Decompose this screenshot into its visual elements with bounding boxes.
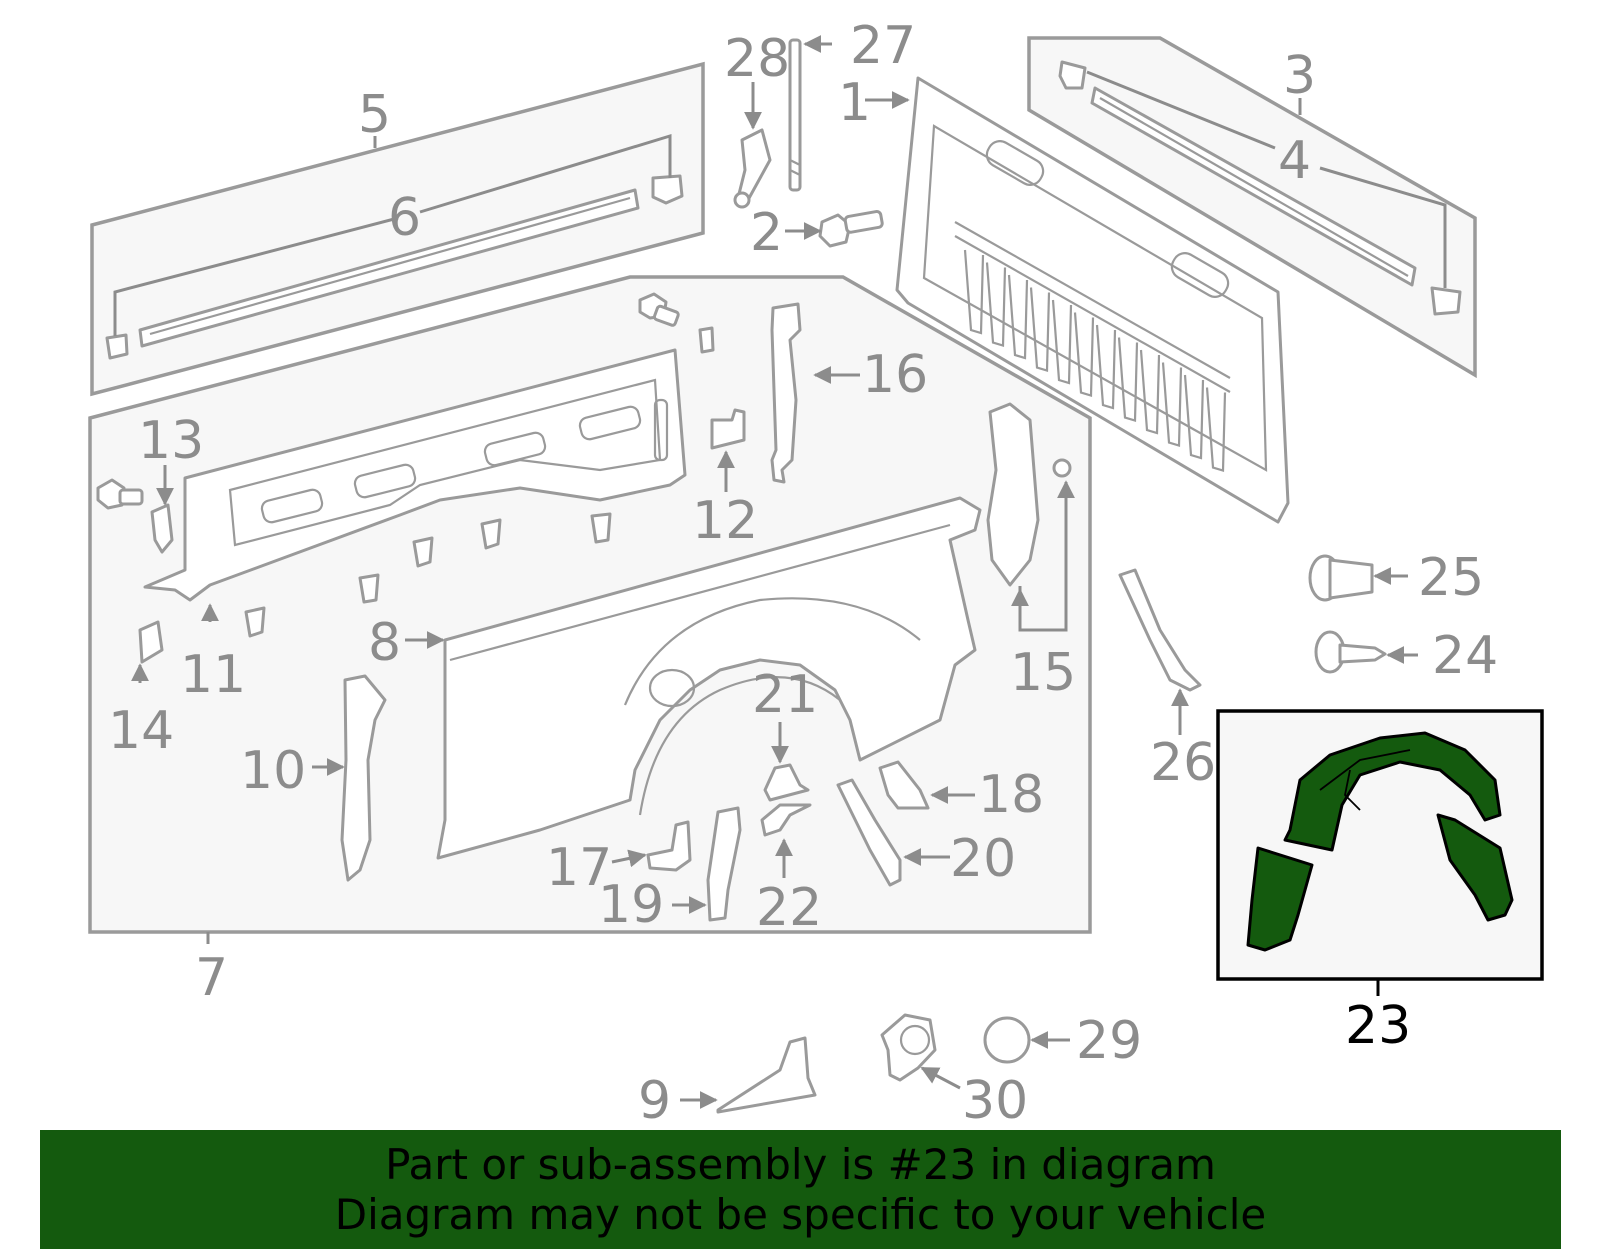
callout-13[interactable]: 13 bbox=[138, 411, 204, 471]
callout-29[interactable]: 29 bbox=[1076, 1011, 1142, 1071]
banner-line-2: Diagram may not be specific to your vehi… bbox=[334, 1189, 1267, 1239]
panel-rib bbox=[1007, 274, 1029, 360]
callout-7[interactable]: 7 bbox=[195, 948, 228, 1008]
callout-2[interactable]: 2 bbox=[750, 203, 783, 263]
callout-27[interactable]: 27 bbox=[850, 16, 916, 76]
callout-12[interactable]: 12 bbox=[692, 491, 758, 551]
banner-line-1: Part or sub-assembly is #23 in diagram bbox=[385, 1139, 1216, 1189]
part-20-brace[interactable] bbox=[836, 778, 902, 887]
part-10-pillar[interactable] bbox=[340, 674, 387, 882]
callout-15[interactable]: 15 bbox=[1010, 643, 1076, 703]
panel-rib bbox=[1073, 312, 1095, 397]
part-2-bolt[interactable] bbox=[818, 210, 884, 248]
callout-28[interactable]: 28 bbox=[724, 29, 790, 89]
panel-rib bbox=[1029, 287, 1051, 372]
part-25-nut[interactable] bbox=[1308, 554, 1374, 602]
part-23-group[interactable] bbox=[1216, 709, 1544, 996]
part-13-clip[interactable] bbox=[150, 503, 174, 554]
part-9-bracket[interactable] bbox=[716, 1036, 817, 1114]
callout-14[interactable]: 14 bbox=[108, 701, 174, 761]
callout-6[interactable]: 6 bbox=[388, 188, 421, 248]
part-4-rail[interactable] bbox=[1058, 60, 1462, 316]
callout-23[interactable]: 23 bbox=[1345, 996, 1411, 1056]
panel-rib bbox=[1051, 299, 1073, 385]
callout-19[interactable]: 19 bbox=[598, 875, 664, 935]
part-28-bracket[interactable] bbox=[733, 128, 772, 209]
part-8-outer-panel[interactable] bbox=[436, 496, 982, 860]
part-15-pillar[interactable] bbox=[986, 402, 1072, 587]
part-6-rail[interactable] bbox=[105, 133, 684, 360]
callout-26[interactable]: 26 bbox=[1150, 733, 1216, 793]
part-1-front-panel[interactable] bbox=[895, 76, 1290, 524]
part-22-bracket[interactable] bbox=[760, 803, 812, 837]
callout-labels: 1 2 3 4 5 6 7 8 9 10 11 12 13 14 15 16 1… bbox=[108, 16, 1498, 1131]
callout-11[interactable]: 11 bbox=[180, 645, 246, 705]
panel-rib bbox=[1183, 374, 1205, 460]
callout-20[interactable]: 20 bbox=[950, 829, 1016, 889]
callout-17[interactable]: 17 bbox=[546, 838, 612, 898]
panel-rib bbox=[1117, 337, 1139, 422]
callout-16[interactable]: 16 bbox=[862, 345, 928, 405]
panel-rib bbox=[985, 262, 1007, 347]
part-21-bracket[interactable] bbox=[763, 763, 810, 802]
part-19-pillar[interactable] bbox=[706, 806, 742, 922]
part-26-brace[interactable] bbox=[1118, 568, 1202, 692]
callout-25[interactable]: 25 bbox=[1418, 548, 1484, 608]
callout-22[interactable]: 22 bbox=[756, 878, 822, 938]
panel-rib bbox=[1095, 324, 1117, 410]
panel-rib bbox=[1161, 362, 1183, 447]
part-27-stud[interactable] bbox=[788, 38, 802, 192]
part-11-inner-panel[interactable] bbox=[143, 348, 687, 602]
panel-rib bbox=[1205, 387, 1227, 472]
callout-5[interactable]: 5 bbox=[358, 85, 391, 145]
part-14-clip[interactable] bbox=[138, 620, 164, 664]
clip-row bbox=[244, 512, 612, 638]
callout-21[interactable]: 21 bbox=[752, 665, 818, 725]
panel-rib bbox=[963, 249, 985, 335]
callout-1[interactable]: 1 bbox=[838, 73, 871, 133]
part-18-bracket[interactable] bbox=[878, 760, 930, 810]
part-23-wheelhouse[interactable] bbox=[1246, 731, 1514, 952]
callout-3[interactable]: 3 bbox=[1283, 46, 1316, 106]
callout-18[interactable]: 18 bbox=[978, 765, 1044, 825]
info-banner: Part or sub-assembly is #23 in diagram D… bbox=[40, 1130, 1561, 1249]
part-24-screw[interactable] bbox=[1314, 630, 1387, 674]
callout-30[interactable]: 30 bbox=[962, 1071, 1028, 1131]
part-12-bracket[interactable] bbox=[710, 408, 746, 450]
bolt-top[interactable] bbox=[638, 292, 715, 354]
part-30-clip[interactable] bbox=[880, 1013, 937, 1082]
part-29-plug[interactable] bbox=[983, 1016, 1031, 1064]
leader-lines bbox=[131, 35, 1418, 1109]
panel-rib bbox=[1139, 349, 1161, 435]
callout-24[interactable]: 24 bbox=[1432, 626, 1498, 686]
bolt-left[interactable] bbox=[96, 478, 144, 510]
callout-4[interactable]: 4 bbox=[1278, 131, 1311, 191]
part-17-bracket[interactable] bbox=[646, 820, 692, 872]
callout-8[interactable]: 8 bbox=[368, 613, 401, 673]
callout-9[interactable]: 9 bbox=[638, 1071, 671, 1131]
callout-10[interactable]: 10 bbox=[240, 741, 306, 801]
part-16-pillar[interactable] bbox=[770, 302, 802, 484]
